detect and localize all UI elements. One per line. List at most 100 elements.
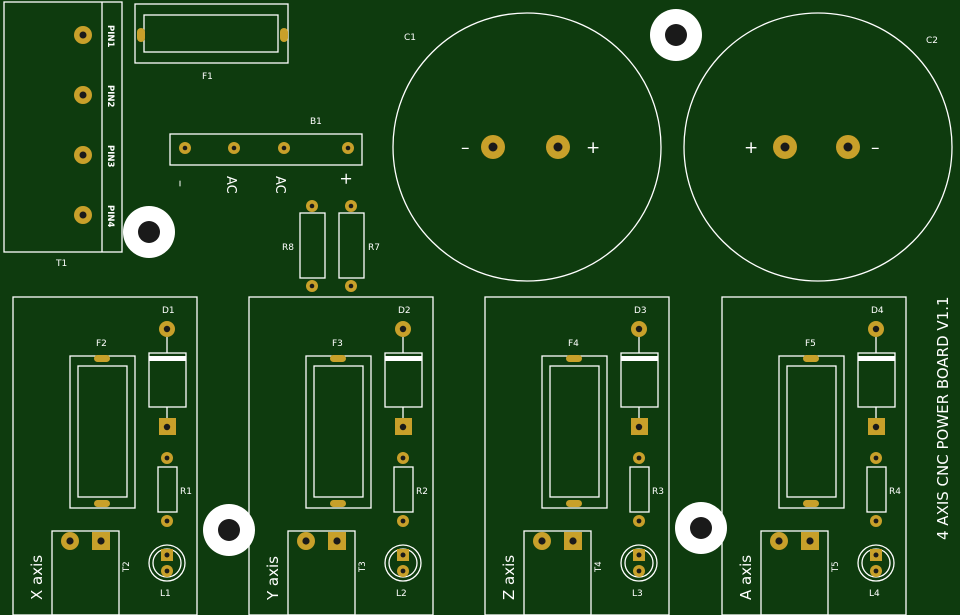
fuse-ref: F5 [805, 339, 816, 349]
fuse-holder-inner [313, 365, 364, 498]
fuse-pad-top [330, 355, 346, 362]
resistor-r8-ref: R8 [282, 243, 294, 253]
channel-outline [12, 296, 198, 615]
fuse-pad-bottom [330, 500, 346, 507]
mounting-hole-3 [203, 504, 255, 556]
terminal-pad-square-hole [569, 537, 577, 545]
resistor-r8: R8 [282, 200, 326, 292]
channel-outline [484, 296, 670, 615]
board-title: 4 AXIS CNC POWER BOARD V1.1 [934, 296, 952, 540]
resistor-r7: R7 [338, 200, 380, 292]
terminal-ref: T5 [831, 561, 841, 573]
led-ref: L3 [632, 589, 643, 599]
diode-cathode-band [621, 356, 658, 361]
resistor-body [157, 466, 178, 513]
fuse-pad-top [94, 355, 110, 362]
diode-anode-pad-hole [163, 325, 171, 333]
terminal-pad-square-hole [806, 537, 814, 545]
axis-label: Z axis [500, 555, 518, 600]
resistor-pad-bottom-hole [400, 518, 406, 524]
resistor-body [629, 466, 650, 513]
resistor-pad-top-hole [164, 455, 170, 461]
pin1-label: PIN1 [105, 25, 115, 48]
fuse-ref: F2 [96, 339, 107, 349]
channel-outline [721, 296, 907, 615]
fuse-pad-bottom [94, 500, 110, 507]
diode-cathode-band [149, 356, 186, 361]
resistor-pad-top-hole [400, 455, 406, 461]
led-pad-square-hole [636, 552, 642, 558]
terminal-pad-square-hole [333, 537, 341, 545]
diode-cathode-hole [163, 423, 171, 431]
diode-ref: D1 [162, 306, 175, 316]
led-pad-round-hole [400, 568, 406, 574]
bridge-pin-plus-label: + [337, 172, 356, 185]
capacitor-c2-plus: + [744, 138, 758, 158]
resistor-ref: R2 [416, 487, 428, 497]
capacitor-c2: + – C2 [683, 12, 953, 282]
axis-label: Y axis [264, 556, 282, 601]
pin4-label: PIN4 [105, 205, 115, 228]
led-outline [384, 544, 422, 582]
led-outline [857, 544, 895, 582]
terminal-pad-round-hole [66, 537, 74, 545]
resistor-ref: R3 [652, 487, 664, 497]
bridge-pin-ac2-label: AC [272, 176, 287, 194]
fuse-holder-inner [549, 365, 600, 498]
terminal-ref: T4 [594, 561, 604, 573]
led-pad-round-hole [164, 568, 170, 574]
led-ref: L1 [160, 589, 171, 599]
bridge-ref: B1 [310, 117, 322, 127]
resistor-ref: R4 [889, 487, 901, 497]
led-outline [148, 544, 186, 582]
bridge-pin-ac1-label: AC [223, 176, 238, 194]
terminal-ref: T2 [122, 561, 132, 573]
diode-ref: D2 [398, 306, 411, 316]
pin3-label: PIN3 [105, 145, 115, 168]
terminal-block [287, 530, 356, 615]
capacitor-c1-minus: – [461, 138, 470, 158]
diode-cathode-hole [635, 423, 643, 431]
diode-cathode-band [385, 356, 422, 361]
resistor-r7-ref: R7 [368, 243, 380, 253]
capacitor-c2-minus: – [871, 138, 880, 158]
diode-cathode-band [858, 356, 895, 361]
capacitor-c2-ref: C2 [926, 36, 938, 46]
channel-outline [248, 296, 434, 615]
terminal-pad-square-hole [97, 537, 105, 545]
led-ref: L2 [396, 589, 407, 599]
capacitor-c1: – + C1 [392, 12, 662, 282]
led-ref: L4 [869, 589, 880, 599]
fuse-pad-bottom [803, 500, 819, 507]
resistor-pad-top-hole [636, 455, 642, 461]
led-pad-square-hole [400, 552, 406, 558]
fuse-f1-ref: F1 [202, 72, 213, 82]
fuse-f1: F1 [134, 3, 289, 82]
terminal-block [760, 530, 829, 615]
resistor-pad-bottom-hole [636, 518, 642, 524]
resistor-pad-bottom-hole [164, 518, 170, 524]
fuse-holder-inner [786, 365, 837, 498]
fuse-ref: F4 [568, 339, 579, 349]
diode-anode-pad-hole [872, 325, 880, 333]
terminal-pad-round-hole [538, 537, 546, 545]
diode-ref: D3 [634, 306, 647, 316]
resistor-pad-bottom-hole [873, 518, 879, 524]
led-pad-round-hole [636, 568, 642, 574]
led-pad-square-hole [164, 552, 170, 558]
diode-anode-pad-hole [635, 325, 643, 333]
diode-ref: D4 [871, 306, 884, 316]
fuse-ref: F3 [332, 339, 343, 349]
led-pad-round-hole [873, 568, 879, 574]
resistor-body [393, 466, 414, 513]
mounting-hole-1 [123, 206, 175, 258]
terminal-pad-round-hole [775, 537, 783, 545]
terminal-block [51, 530, 120, 615]
resistor-body [866, 466, 887, 513]
led-pad-square-hole [873, 552, 879, 558]
capacitor-c1-plus: + [586, 138, 600, 158]
